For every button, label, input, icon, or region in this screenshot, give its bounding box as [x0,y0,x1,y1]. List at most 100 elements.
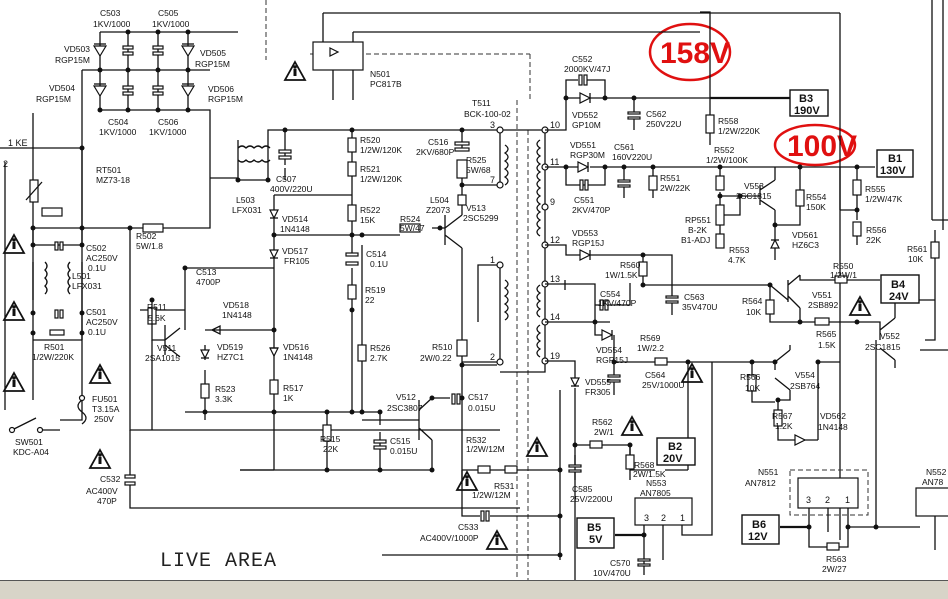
c551-ref: C551 [574,195,595,205]
c515-ref: C515 [390,436,411,446]
c533-ref: C533 [458,522,479,532]
regulator-n552 [915,487,948,550]
c501-value: 0.1U [88,327,106,337]
v511-ref: V511 [157,343,176,353]
r552-ref: R552 [714,145,735,155]
r562-value: 2W/1 [594,427,614,437]
output-b2-voltage: 20V [663,453,683,465]
r522-ref: R522 [360,205,381,215]
n551-pin-3: 3 [806,495,811,505]
vd555-value: FR305 [585,387,611,397]
r511-value: 5.6K [148,313,166,323]
c505-value: 1KV/1000 [152,19,190,29]
vd503-value: RGP15M [55,55,90,65]
v551-ref: V551 [812,290,832,300]
vd519-ref: VD519 [217,342,243,352]
output-b4-id: B4 [891,279,906,291]
c516-value: 2KV/680P [416,147,455,157]
r511-ref: R511 [147,302,167,312]
rp551-function: B1-ADJ [681,235,710,245]
n551-pin-1: 1 [845,495,850,505]
vd561-value: HZ6C3 [792,240,819,250]
r556-value: 22K [866,235,881,245]
n501-value: PC817B [370,79,402,89]
c501-rating: AC250V [86,317,118,327]
r552-value: 1/2W/100K [706,155,748,165]
output-b2-box: B2 20V [656,437,696,466]
r565-ref: R565 [816,329,837,339]
vd552-value: GP10M [572,120,601,130]
v552-ref: V552 [880,331,900,341]
r517-value: 1K [283,393,294,403]
r501-value: 1/2W/220K [32,352,74,362]
annotation-100v: 100V [773,123,857,167]
warning-icon [456,471,478,491]
t511-pin-14: 14 [550,312,560,322]
vd506-ref: VD506 [208,84,234,94]
warning-icon [526,437,548,457]
c564-ref: C564 [645,370,666,380]
input-pin2-label: 2 [3,159,8,169]
v512-ref: V512 [396,392,416,402]
c517-value: 0.015U [468,403,495,413]
output-b2-id: B2 [668,441,682,453]
t511-ref: T511 [472,98,491,108]
r510-ref: R510 [432,342,453,352]
t511-part: BCK-100-02 [464,109,511,119]
annotation-100v-text: 100V [787,130,857,163]
vd553-ref: VD553 [572,228,598,238]
vd518-value: 1N4148 [222,310,252,320]
regulator-n551: 3 2 1 [780,340,948,551]
warning-icon [3,234,25,254]
t511-pin-3: 3 [490,120,495,130]
c504-value: 1KV/1000 [99,127,137,137]
v551-value: 2SB892 [808,300,839,310]
r501-ref: R501 [44,342,65,352]
vd504-value: RGP15M [36,94,71,104]
c554-ref: C554 [600,289,621,299]
c532-rating: AC400V [86,486,118,496]
sw501-value: KDC-A04 [13,447,49,457]
r553-value: 4.7K [728,255,746,265]
l503-value: LFX031 [232,205,262,215]
c502-ref: C502 [86,243,107,253]
r526-ref: R526 [370,343,391,353]
c585-value: 25V/2200U [570,494,613,504]
c533-value: AC400V/1000P [420,533,479,543]
n553-pin-2: 2 [661,513,666,523]
annotation-158v: 158V [648,22,732,82]
output-b5-id: B5 [587,522,601,534]
rt501-ref: RT501 [96,165,122,175]
vd517-value: FR105 [284,256,310,266]
r521-ref: R521 [360,164,381,174]
c504-ref: C504 [108,117,129,127]
input-filter [0,113,500,434]
vd506-value: RGP15M [208,94,243,104]
c570-value: 10V/470U [593,568,631,578]
r520-value: 1/2W/120K [360,145,402,155]
t511-pin-12: 12 [550,235,560,245]
c561-ref: C561 [614,142,635,152]
annotation-158v-text: 158V [660,37,730,70]
r515-ref: R515 [320,434,341,444]
c515-value: 0.015U [390,446,417,456]
c503-ref: C503 [100,8,121,18]
r562-ref: R562 [592,417,613,427]
r569-value: 1W/2.2 [637,343,664,353]
n501-ref: N501 [370,69,391,79]
vd514-ref: VD514 [282,214,308,224]
t511-pin-1: 1 [490,255,495,265]
vd555-ref: VD555 [585,377,611,387]
r524-value: 5W/47 [400,223,425,233]
output-b6-voltage: 12V [748,531,768,543]
r567-value: 1.2K [775,421,793,431]
secondary-b1 [545,161,875,260]
c532-ref: C532 [100,474,121,484]
n553-value: AN7805 [640,488,671,498]
fu501-rating: T3.15A [92,404,120,414]
r525-value: 5W/68 [466,165,491,175]
vd514-value: 1N4148 [280,224,310,234]
output-b1-id: B1 [888,153,902,165]
output-b5-voltage: 5V [589,534,603,546]
output-b5-box: B5 5V [576,517,615,549]
